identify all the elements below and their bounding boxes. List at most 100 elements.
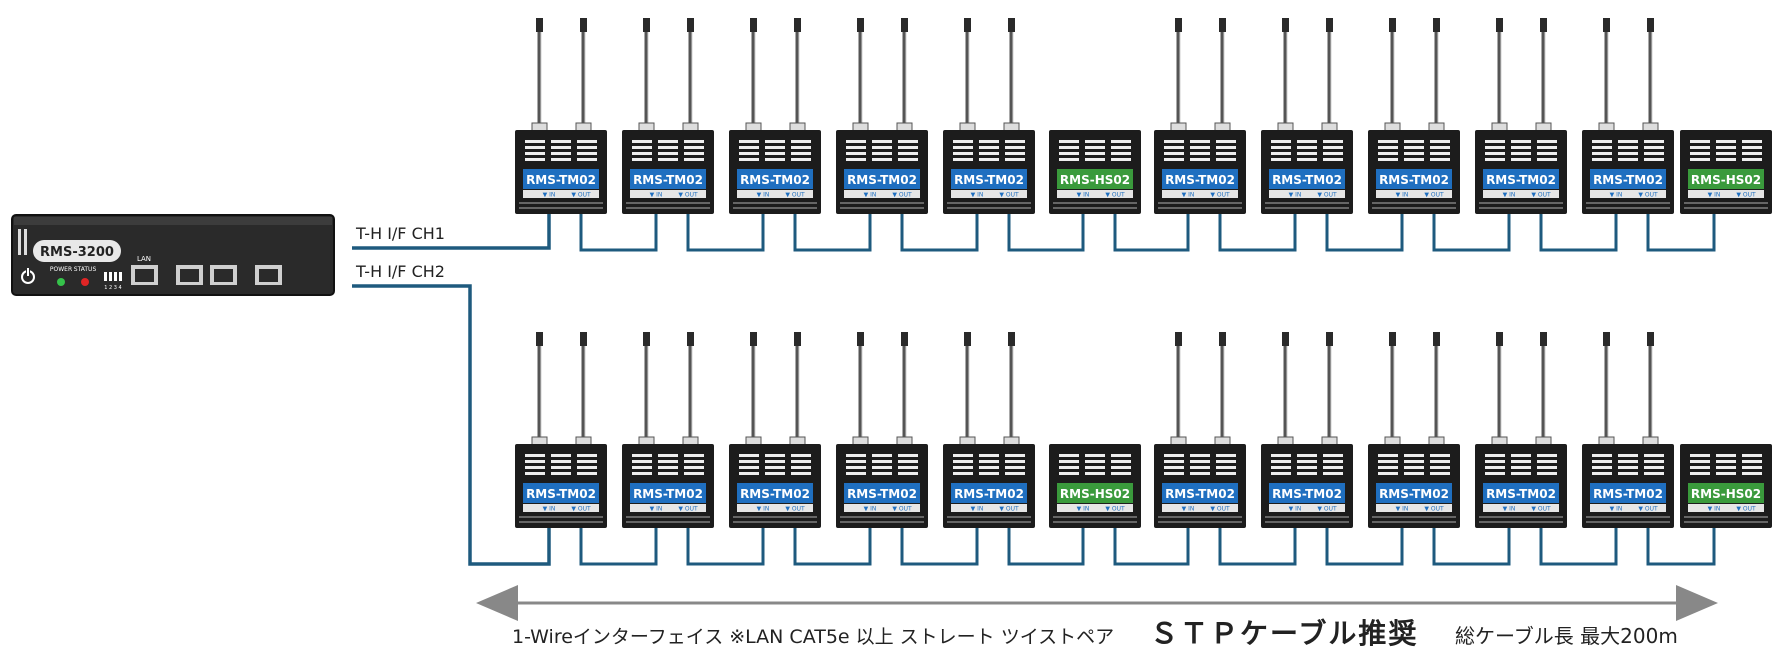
module-label: RMS-TM02 — [954, 487, 1024, 501]
module-hs02: RMS-HS02▼ IN▼ OUT — [1049, 444, 1141, 528]
module-label: RMS-TM02 — [1165, 173, 1235, 187]
lan-label: LAN — [137, 255, 151, 263]
grip-mark — [18, 229, 21, 255]
dip-switch-icon — [104, 272, 122, 281]
module-link-cable — [1007, 528, 1085, 566]
module-tm02: RMS-TM02 ▼ IN ▼ OUT — [1154, 18, 1246, 214]
module-label: RMS-HS02 — [1691, 173, 1761, 187]
sensor-probe — [1321, 332, 1338, 446]
vent-slots — [525, 454, 597, 475]
module-tm02: RMS-TM02▼ IN▼ OUT — [1582, 332, 1674, 528]
module-link-cable — [686, 528, 765, 566]
module-label: RMS-TM02 — [847, 487, 917, 501]
module-label: RMS-TM02 — [954, 173, 1024, 187]
module-link-cable — [1646, 528, 1716, 566]
module-tm02: RMS-TM02▼ IN▼ OUT — [1261, 18, 1353, 214]
in-port-label: ▼ IN — [1182, 506, 1195, 513]
vent-slots — [1271, 454, 1343, 475]
sensor-probe — [789, 18, 806, 132]
sensor-probe — [1214, 18, 1231, 132]
vent-slots — [1592, 140, 1664, 161]
sensor-probe — [575, 18, 592, 132]
th-port-3 — [255, 265, 282, 285]
in-port-label: ▼ IN — [1289, 192, 1302, 199]
controller-unit: RMS-3200 POWER STATUS 1 2 3 4 LAN — [11, 214, 335, 296]
in-port-label: ▼ IN — [1708, 506, 1721, 513]
module-tm02: RMS-TM02▼ IN▼ OUT — [836, 18, 928, 214]
in-port-label: ▼ IN — [1610, 192, 1623, 199]
module-link-cable — [793, 214, 872, 252]
module-tm02: RMS-TM02▼ IN▼ OUT — [1475, 18, 1567, 214]
out-port-label: ▼ OUT — [999, 506, 1019, 513]
vent-slots — [1485, 454, 1557, 475]
sensor-probe — [789, 332, 806, 446]
in-port-label: ▼ IN — [864, 506, 877, 513]
sensor-probe — [1491, 332, 1508, 446]
vent-slots — [846, 454, 918, 475]
sensor-probe — [531, 18, 548, 132]
module-label: RMS-TM02 — [1593, 487, 1663, 501]
in-port-label: ▼ IN — [971, 506, 984, 513]
module-tm02: RMS-TM02 ▼ IN ▼ OUT — [943, 18, 1035, 214]
vent-slots — [1271, 140, 1343, 161]
in-port-label: ▼ IN — [971, 192, 984, 199]
out-port-label: ▼ OUT — [1210, 192, 1230, 199]
module-tm02: RMS-TM02▼ IN▼ OUT — [515, 332, 607, 528]
vent-slots — [1485, 140, 1557, 161]
footer-description: 1-Wireインターフェイス ※LAN CAT5e 以上 ストレート ツイストペ… — [512, 626, 1115, 648]
in-port-label: ▼ IN — [1077, 192, 1090, 199]
power-icon — [21, 268, 35, 284]
vent-slots — [846, 140, 918, 161]
footer-caption: 1-Wireインターフェイス ※LAN CAT5e 以上 ストレート ツイストペ… — [0, 608, 1779, 658]
out-port-label: ▼ OUT — [999, 192, 1019, 199]
sensor-probe — [1428, 332, 1445, 446]
module-tm02: RMS-TM02▼ IN▼ OUT — [1368, 18, 1460, 214]
th-port-1 — [176, 265, 203, 285]
out-port-label: ▼ OUT — [1105, 506, 1125, 513]
module-label: RMS-TM02 — [526, 487, 596, 501]
module-link-cable — [579, 214, 658, 252]
module-hs02: RMS-HS02▼ IN▼ OUT — [1680, 130, 1772, 214]
module-tm02: RMS-TM02▼ IN▼ OUT — [1582, 18, 1674, 214]
channel-1-cable — [352, 214, 551, 250]
out-port-label: ▼ OUT — [1736, 506, 1756, 513]
out-port-label: ▼ OUT — [571, 192, 591, 199]
channel-2-cable — [352, 284, 551, 566]
sensor-probe — [1277, 18, 1294, 132]
sensor-probe — [1535, 332, 1552, 446]
in-port-label: ▼ IN — [1396, 192, 1409, 199]
out-port-label: ▼ OUT — [892, 192, 912, 199]
sensor-probe — [1277, 332, 1294, 446]
sensor-probe — [1642, 18, 1659, 132]
vent-slots — [953, 454, 1025, 475]
sensor-probe — [1491, 18, 1508, 132]
vent-slots — [1592, 454, 1664, 475]
lan-port — [131, 265, 158, 285]
module-label: RMS-TM02 — [1486, 173, 1556, 187]
module-link-cable — [1218, 528, 1297, 566]
channel-2-label: T-H I/F CH2 — [355, 262, 445, 281]
footer-total-length: 総ケーブル長 最大200m — [1455, 624, 1678, 648]
module-link-cable — [1325, 214, 1404, 252]
out-port-label: ▼ OUT — [678, 192, 698, 199]
module-label: RMS-TM02 — [1379, 487, 1449, 501]
in-port-label: ▼ IN — [650, 192, 663, 199]
module-link-cable — [793, 528, 872, 566]
module-label: RMS-TM02 — [1165, 487, 1235, 501]
module-link-cable — [1007, 214, 1085, 252]
module-label: RMS-TM02 — [847, 173, 917, 187]
out-port-label: ▼ OUT — [571, 506, 591, 513]
in-port-label: ▼ IN — [1182, 192, 1195, 199]
sensor-probe — [1384, 18, 1401, 132]
module-link-cable — [1539, 528, 1618, 566]
vent-slots — [1378, 454, 1450, 475]
in-port-label: ▼ IN — [1610, 506, 1623, 513]
sensor-probe — [575, 332, 592, 446]
in-port-label: ▼ IN — [757, 192, 770, 199]
sensor-probe — [1321, 18, 1338, 132]
module-link-cable — [1113, 528, 1190, 566]
module-link-cable — [1539, 214, 1618, 252]
in-port-label: ▼ IN — [1708, 192, 1721, 199]
